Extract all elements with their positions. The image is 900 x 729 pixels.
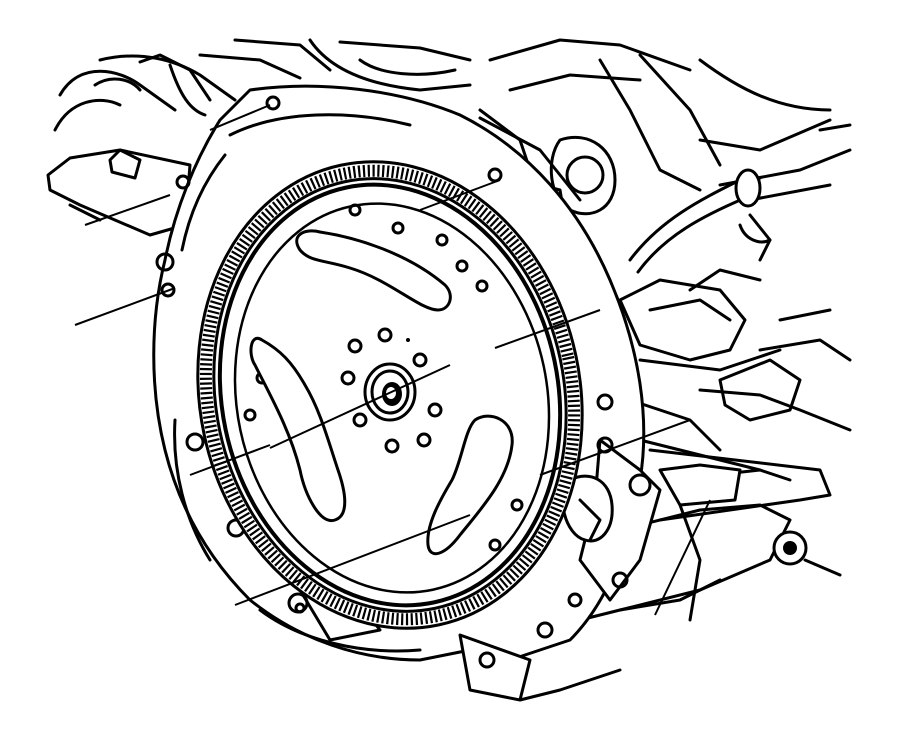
leader-line: [74, 287, 176, 326]
leader-line: [234, 514, 471, 606]
ring-gear-teeth: [199, 164, 581, 626]
engine-block: [46, 38, 852, 702]
crank-bolt-holes: [340, 327, 443, 454]
leader-line: [189, 444, 271, 476]
leader-line: [419, 179, 501, 211]
leader-lines: [74, 104, 711, 616]
flywheel-window-left: [249, 336, 347, 522]
leader-line: [654, 499, 711, 616]
leader-line: [269, 364, 451, 449]
flywheel: [196, 160, 584, 630]
leader-line: [539, 419, 691, 476]
flywheel-window-right: [426, 414, 514, 556]
flywheel-window-top: [295, 229, 452, 312]
leader-line: [84, 194, 171, 226]
leader-line: [494, 309, 601, 349]
leader-line: [209, 104, 271, 131]
